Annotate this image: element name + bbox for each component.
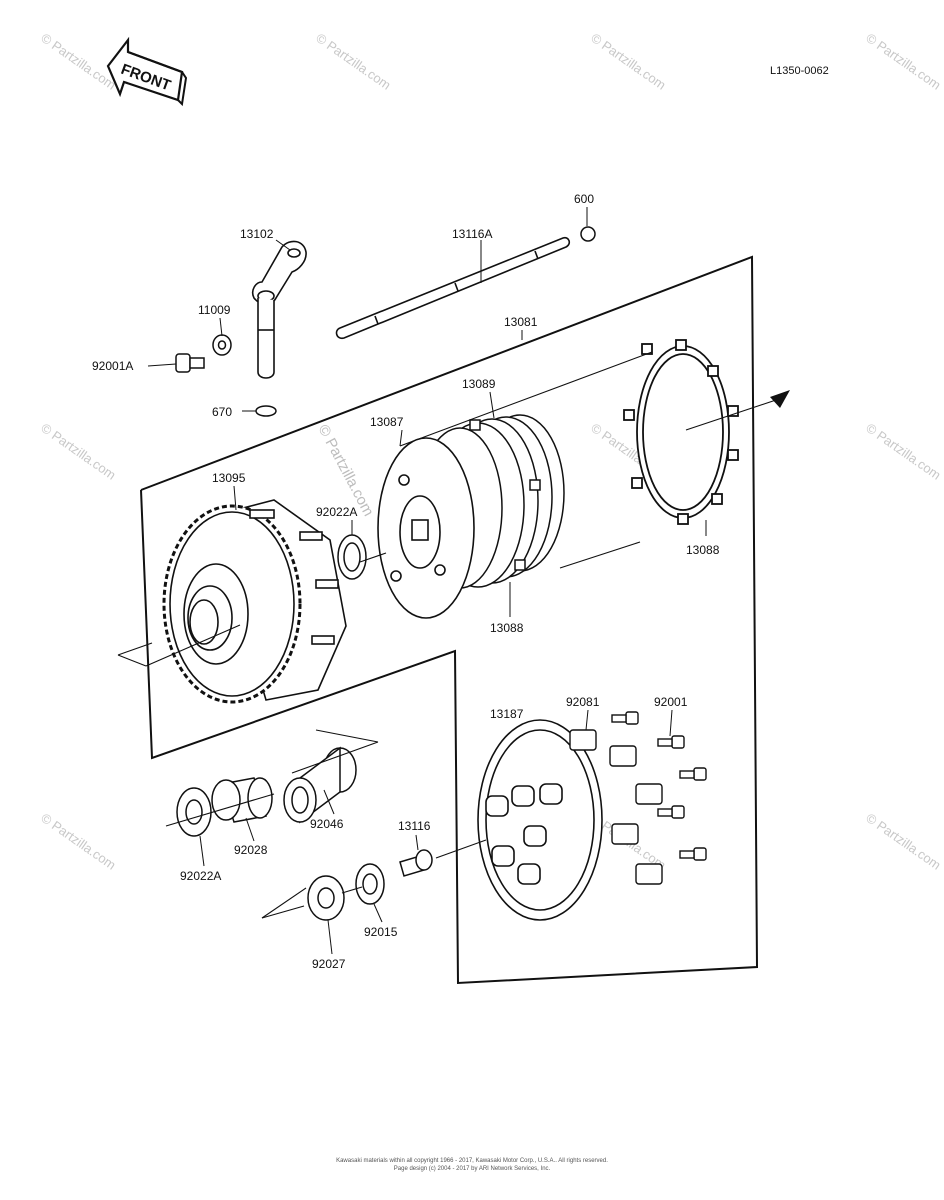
part-label-92015[interactable]: 92015 <box>364 925 398 939</box>
watermark: © Partzilla.com <box>863 810 943 873</box>
part-label-11009[interactable]: 11009 <box>198 303 231 317</box>
release-lever-icon <box>251 240 307 379</box>
clutch-hub-icon <box>377 437 475 619</box>
spring-icon <box>569 729 663 885</box>
part-labels: 13102 13116A 600 11009 92001A 670 13081 … <box>92 192 720 971</box>
watermark: © Partzilla.com <box>863 30 943 93</box>
nut-icon <box>355 863 385 905</box>
watermark: © Partzilla.com <box>38 30 118 93</box>
clutch-housing-icon <box>162 499 347 704</box>
footer-page-design: Page design (c) 2004 - 2017 by ARI Netwo… <box>393 1166 551 1172</box>
bolt-icon <box>175 353 205 373</box>
watermark: © Partzilla.com <box>863 420 943 483</box>
part-label-92081[interactable]: 92081 <box>566 695 600 709</box>
diagram-code: L1350-0062 <box>770 65 829 77</box>
part-label-13081[interactable]: 13081 <box>504 315 538 329</box>
needle-bearing-icon <box>283 746 357 824</box>
part-label-600[interactable]: 600 <box>574 192 594 206</box>
part-label-13087[interactable]: 13087 <box>370 415 404 429</box>
part-label-13088[interactable]: 13088 <box>490 621 524 635</box>
part-label-92022a[interactable]: 92022A <box>180 869 221 883</box>
part-label-13116a[interactable]: 13116A <box>452 227 492 241</box>
part-label-92046[interactable]: 92046 <box>310 817 344 831</box>
thrust-washer-icon <box>337 534 367 580</box>
footer-copyright: Kawasaki materials within all copyright … <box>336 1158 608 1164</box>
part-label-13187[interactable]: 13187 <box>490 707 524 721</box>
part-label-92001[interactable]: 92001 <box>654 695 688 709</box>
part-label-670[interactable]: 670 <box>212 405 232 419</box>
part-label-13102[interactable]: 13102 <box>240 227 274 241</box>
o-ring-icon <box>255 405 277 417</box>
part-label-13116[interactable]: 13116 <box>398 819 431 833</box>
watermark: © Partzilla.com <box>38 810 118 873</box>
sleeve-icon <box>211 777 273 823</box>
steel-ball-icon <box>580 226 596 242</box>
bolt-icon <box>611 711 707 861</box>
part-label-13095[interactable]: 13095 <box>212 471 246 485</box>
push-rod-short-icon <box>399 849 433 877</box>
leader-line <box>147 207 707 955</box>
front-arrow-icon: FRONT <box>106 36 188 107</box>
thrust-washer-icon <box>176 787 212 837</box>
part-label-92022a[interactable]: 92022A <box>316 505 357 519</box>
part-label-13088[interactable]: 13088 <box>686 543 720 557</box>
assembly-line <box>117 351 777 919</box>
watermark: © Partzilla.com <box>588 30 668 93</box>
watermark: © Partzilla.com <box>313 30 393 93</box>
friction-plate-icon <box>623 339 739 525</box>
pressure-plate-icon <box>477 719 603 921</box>
push-rod-icon <box>335 236 571 340</box>
direction-arrow-icon <box>770 390 790 408</box>
part-label-92027[interactable]: 92027 <box>312 957 346 971</box>
watermark: © Partzilla.com <box>38 420 118 483</box>
part-label-92001a[interactable]: 92001A <box>92 359 133 373</box>
part-label-13089[interactable]: 13089 <box>462 377 496 391</box>
part-label-92028[interactable]: 92028 <box>234 843 268 857</box>
washer-icon <box>212 334 232 356</box>
lock-washer-icon <box>307 875 345 921</box>
assembly-outline <box>140 255 759 985</box>
